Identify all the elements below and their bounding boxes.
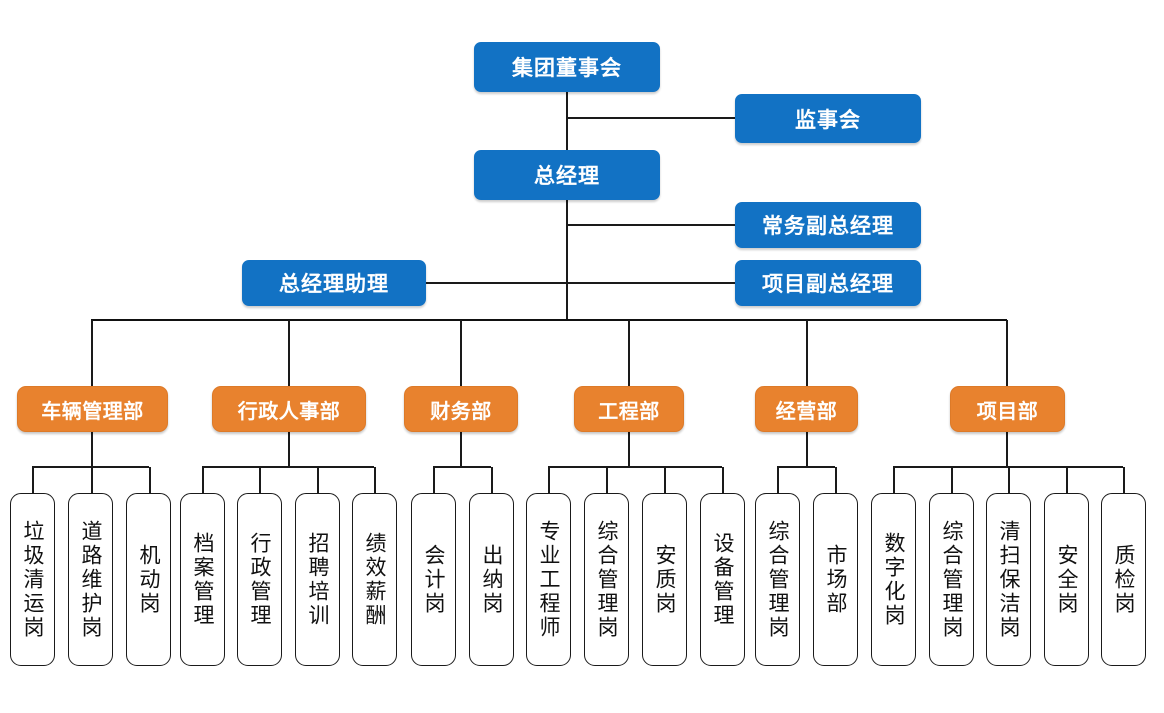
connector-dept-3-down (460, 432, 462, 468)
connector-dept-4-down (628, 432, 630, 468)
node-post-admin-management[interactable]: 行政管理 (237, 493, 282, 666)
post-leg-7 (374, 467, 376, 494)
post-leg-4 (202, 467, 204, 494)
node-department-operations[interactable]: 经营部 (755, 386, 858, 432)
post-leg-13 (722, 467, 724, 494)
connector-dept-4 (628, 320, 630, 386)
post-leg-9 (491, 467, 493, 494)
node-post-archive-management[interactable]: 档案管理 (180, 493, 225, 666)
post-leg-15 (835, 467, 837, 494)
node-department-finance[interactable]: 财务部 (404, 386, 518, 432)
post-leg-18 (1008, 467, 1010, 494)
node-post-equipment-management[interactable]: 设备管理 (700, 493, 745, 666)
post-leg-10 (548, 467, 550, 494)
sub-bus-dept-5 (777, 466, 835, 468)
node-post-cashier[interactable]: 出纳岗 (469, 493, 514, 666)
post-leg-17 (951, 467, 953, 494)
node-post-garbage-transport[interactable]: 垃圾清运岗 (10, 493, 55, 666)
connector-gm-spine (566, 199, 568, 320)
node-post-cleaning[interactable]: 清扫保洁岗 (986, 493, 1031, 666)
post-leg-6 (317, 467, 319, 494)
post-leg-19 (1066, 467, 1068, 494)
post-leg-8 (433, 467, 435, 494)
node-post-recruit-training[interactable]: 招聘培训 (295, 493, 340, 666)
post-leg-5 (259, 467, 261, 494)
node-gm-assistant[interactable]: 总经理助理 (242, 260, 426, 306)
connector-dept-5-down (806, 432, 808, 468)
node-department-engineering[interactable]: 工程部 (574, 386, 684, 432)
connector-to-project-deputy (566, 282, 735, 284)
connector-dept-6 (1006, 320, 1008, 386)
node-post-ops-general-management[interactable]: 综合管理岗 (755, 493, 800, 666)
node-post-quality-inspection[interactable]: 质检岗 (1101, 493, 1146, 666)
node-general-manager[interactable]: 总经理 (474, 150, 660, 200)
node-post-safety[interactable]: 安全岗 (1044, 493, 1089, 666)
node-project-deputy-gm[interactable]: 项目副总经理 (735, 260, 921, 306)
connector-gm-assistant (425, 282, 567, 284)
node-post-performance-salary[interactable]: 绩效薪酬 (352, 493, 397, 666)
node-post-marketing[interactable]: 市场部 (813, 493, 858, 666)
post-leg-3 (149, 467, 151, 494)
post-leg-11 (606, 467, 608, 494)
node-post-eng-general-management[interactable]: 综合管理岗 (584, 493, 629, 666)
node-department-project[interactable]: 项目部 (950, 386, 1065, 432)
sub-bus-dept-4 (548, 466, 722, 468)
connector-dept-5 (806, 320, 808, 386)
node-post-proj-general-management[interactable]: 综合管理岗 (929, 493, 974, 666)
node-post-professional-engineer[interactable]: 专业工程师 (526, 493, 571, 666)
node-post-mobile-duty[interactable]: 机动岗 (126, 493, 171, 666)
node-post-digitalization[interactable]: 数字化岗 (871, 493, 916, 666)
node-department-vehicle-management[interactable]: 车辆管理部 (17, 386, 168, 432)
node-post-safety-quality[interactable]: 安质岗 (642, 493, 687, 666)
post-leg-12 (664, 467, 666, 494)
sub-bus-dept-3 (433, 466, 491, 468)
node-post-road-maintenance[interactable]: 道路维护岗 (68, 493, 113, 666)
node-board-of-directors[interactable]: 集团董事会 (474, 42, 660, 92)
node-department-admin-hr[interactable]: 行政人事部 (212, 386, 366, 432)
connector-dept-1 (91, 320, 93, 386)
connector-dept-2-down (288, 432, 290, 468)
node-executive-deputy-gm[interactable]: 常务副总经理 (735, 202, 921, 248)
post-leg-20 (1123, 467, 1125, 494)
sub-bus-dept-6 (893, 466, 1123, 468)
sub-bus-dept-1 (32, 466, 149, 468)
connector-dept-1-down (91, 432, 93, 468)
connector-to-supervisory (566, 117, 735, 119)
connector-board-to-gm (566, 91, 568, 150)
node-post-accounting[interactable]: 会计岗 (411, 493, 456, 666)
department-bus (91, 319, 1007, 321)
post-leg-14 (777, 467, 779, 494)
connector-dept-3 (460, 320, 462, 386)
sub-bus-dept-2 (202, 466, 374, 468)
node-supervisory-board[interactable]: 监事会 (735, 94, 921, 143)
connector-dept-2 (288, 320, 290, 386)
post-leg-16 (893, 467, 895, 494)
connector-dept-6-down (1006, 432, 1008, 468)
post-leg-2 (91, 467, 93, 494)
post-leg-1 (32, 467, 34, 494)
connector-to-executive-deputy (566, 224, 735, 226)
